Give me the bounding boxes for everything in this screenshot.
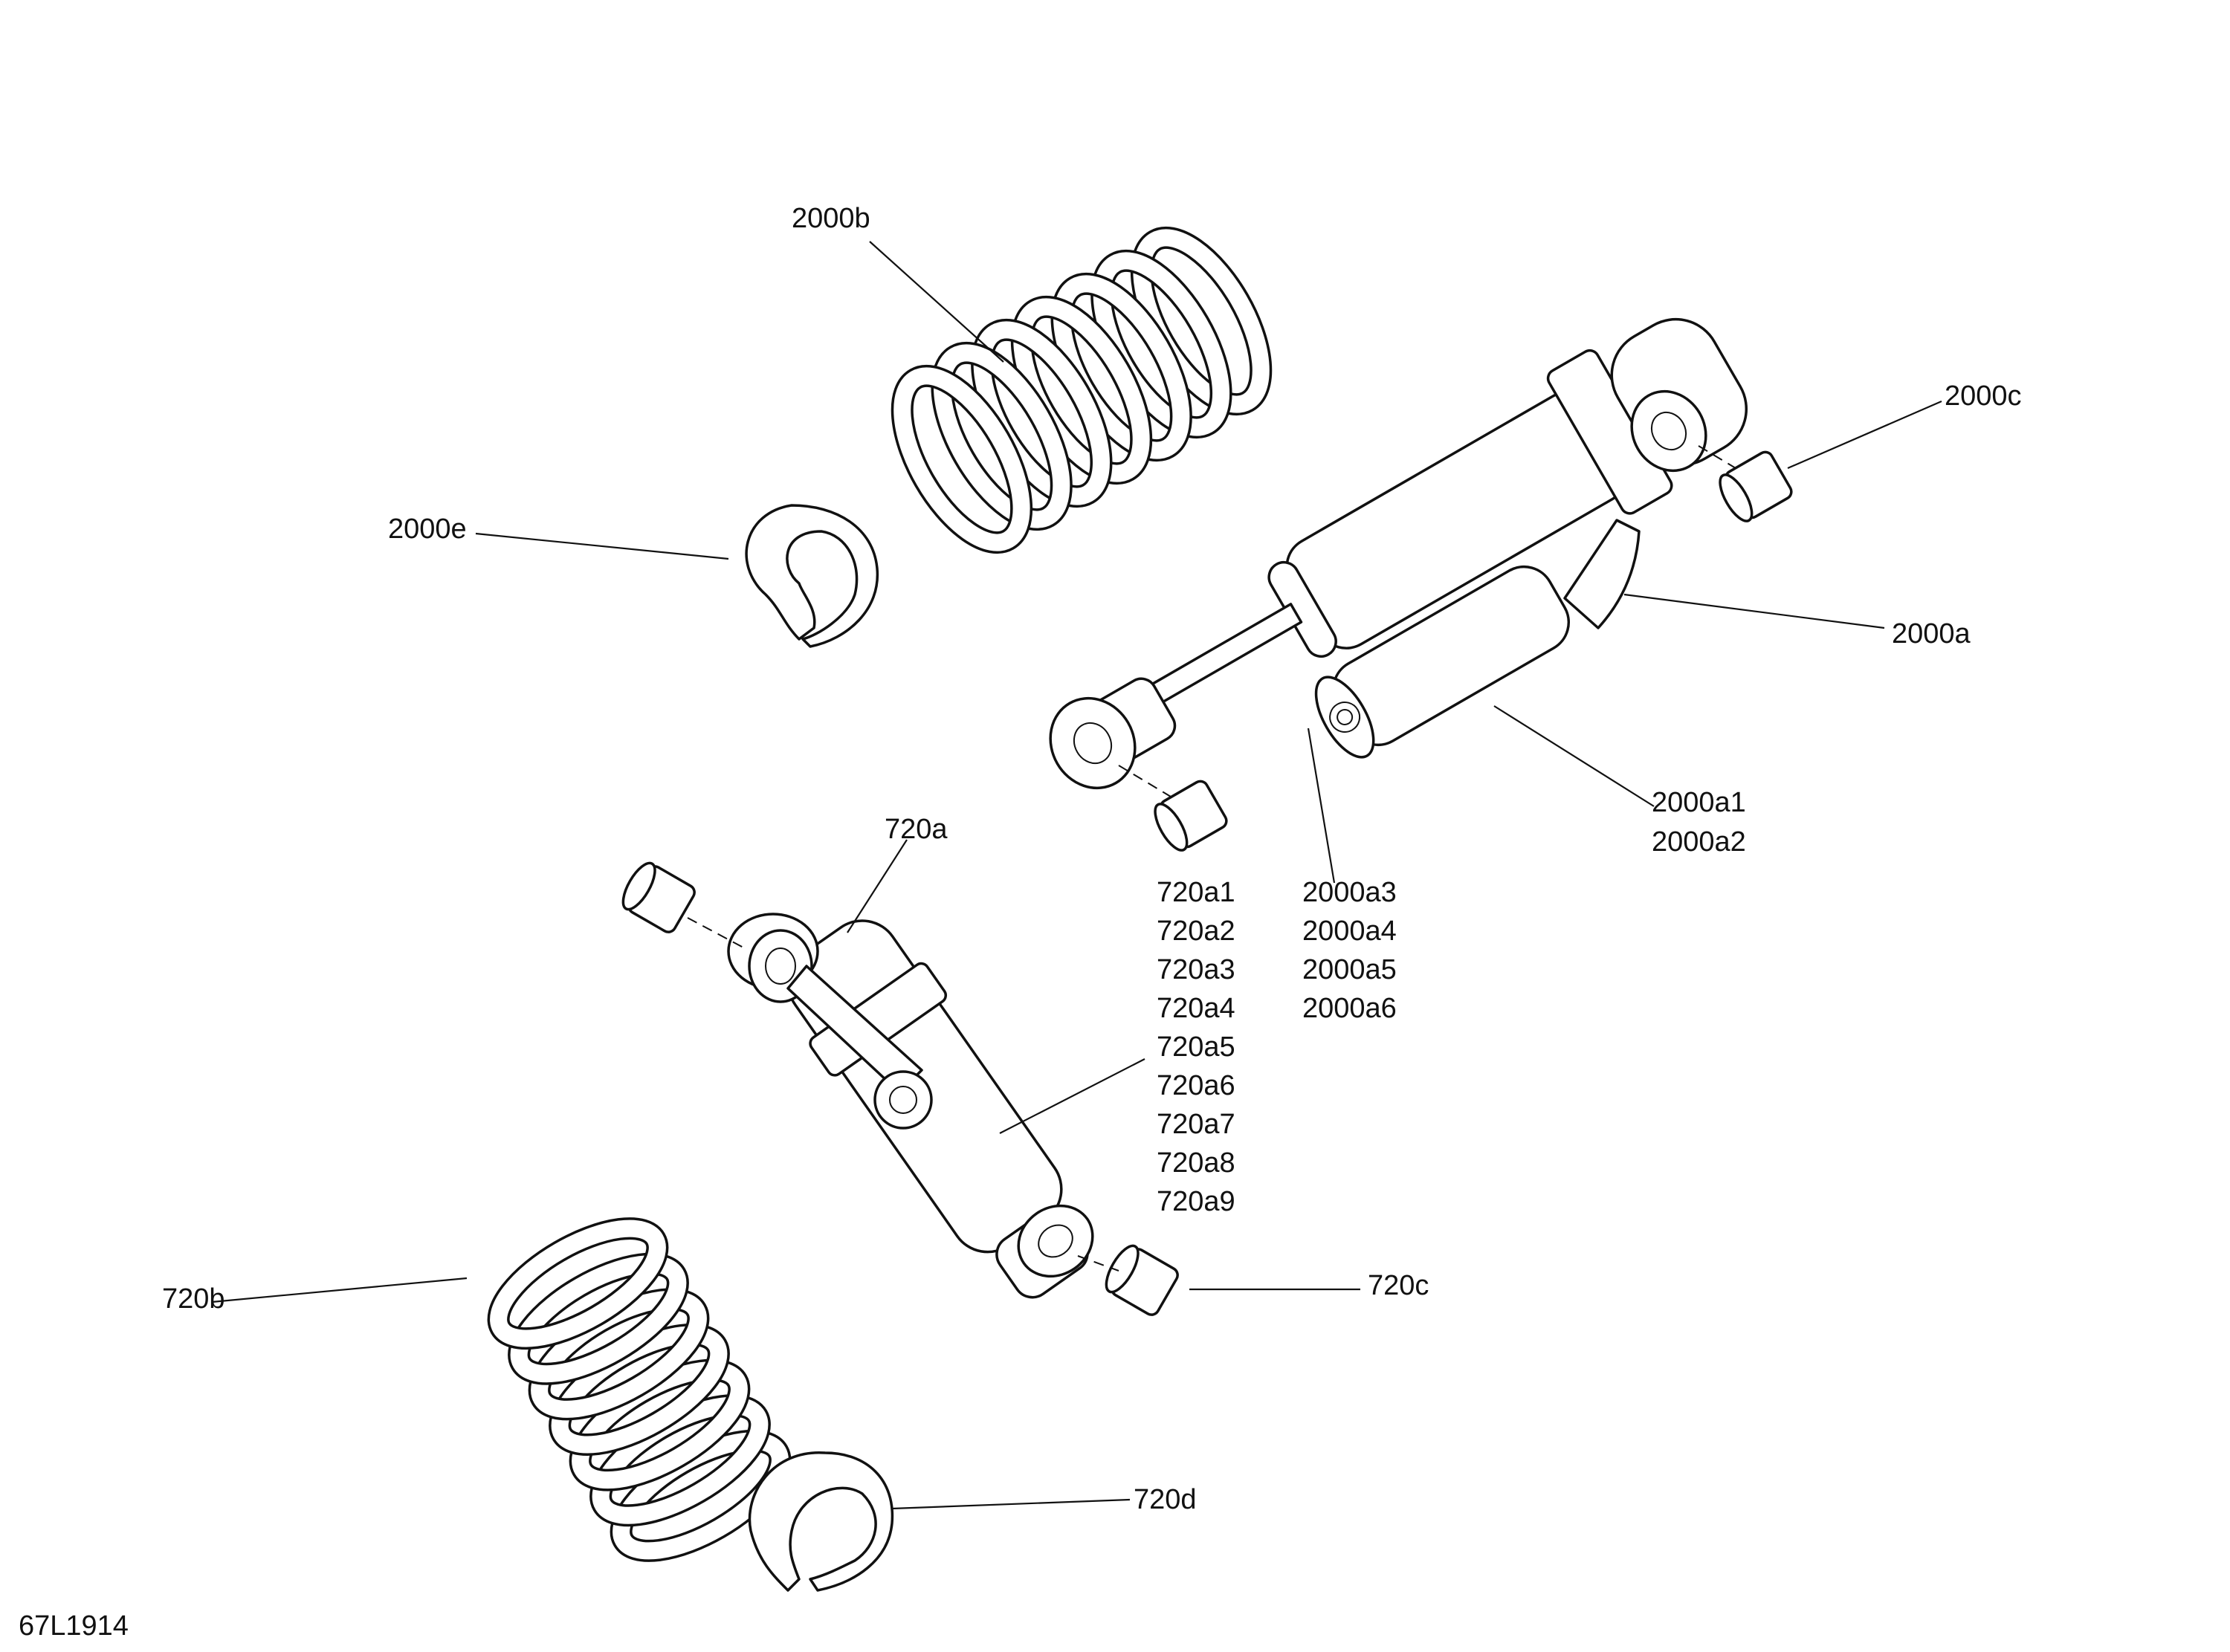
label-720a-item: 720a9 [1157, 1186, 1235, 1217]
leader-lines [211, 241, 1942, 1510]
label-2000b: 2000b [792, 203, 870, 234]
label-2000a-item: 2000a3 [1302, 877, 1397, 908]
label-2000c: 2000c [1945, 380, 2022, 412]
spring-coil-fill [933, 344, 1070, 528]
spring-720b [487, 1217, 792, 1562]
label-720a-item: 720a1 [1157, 877, 1235, 908]
label-2000a1: 2000a1 [1652, 787, 1746, 818]
label-720a-item: 720a7 [1157, 1109, 1235, 1140]
spring-coil-fill [893, 367, 1030, 551]
shock-absorber-720a [727, 913, 1094, 1299]
label-720a-item: 720a3 [1157, 954, 1235, 985]
label-2000a2: 2000a2 [1652, 826, 1746, 858]
spring-retainer-720d [748, 1451, 894, 1592]
label-list-720a: 720a1 720a2 720a3 720a4 720a5 720a6 720a… [1157, 877, 1235, 1217]
label-720a-item: 720a2 [1157, 916, 1235, 947]
label-720a-item: 720a6 [1157, 1070, 1235, 1101]
spring-coil-fill [510, 1255, 687, 1383]
label-list-2000a: 2000a3 2000a4 2000a5 2000a6 [1302, 877, 1397, 1024]
label-2000a-item: 2000a6 [1302, 993, 1397, 1024]
label-2000e: 2000e [388, 514, 467, 545]
label-720a-item: 720a8 [1157, 1147, 1235, 1179]
spring-retainer-2000e [745, 504, 879, 648]
label-720d: 720d [1134, 1484, 1197, 1515]
bushing-720-upper [621, 861, 696, 933]
label-2000a-item: 2000a4 [1302, 916, 1397, 947]
label-2000a: 2000a [1892, 618, 1971, 650]
spring-coil-fill [1093, 252, 1230, 436]
spring-coil-fill [490, 1219, 666, 1347]
label-720b: 720b [162, 1283, 225, 1315]
drawing-code: 67L1914 [19, 1610, 129, 1642]
spring-2000b [891, 226, 1273, 554]
label-720a-item: 720a5 [1157, 1031, 1235, 1063]
label-2000a-item: 2000a5 [1302, 954, 1397, 985]
bushing-720c [1105, 1244, 1179, 1316]
label-720c: 720c [1368, 1270, 1429, 1301]
bushing-2000-lower [1154, 780, 1228, 852]
label-720a: 720a [885, 814, 948, 845]
shock-absorber-2000a [1049, 317, 1748, 790]
label-720a-item: 720a4 [1157, 993, 1235, 1024]
bushing-2000c [1719, 450, 1793, 522]
